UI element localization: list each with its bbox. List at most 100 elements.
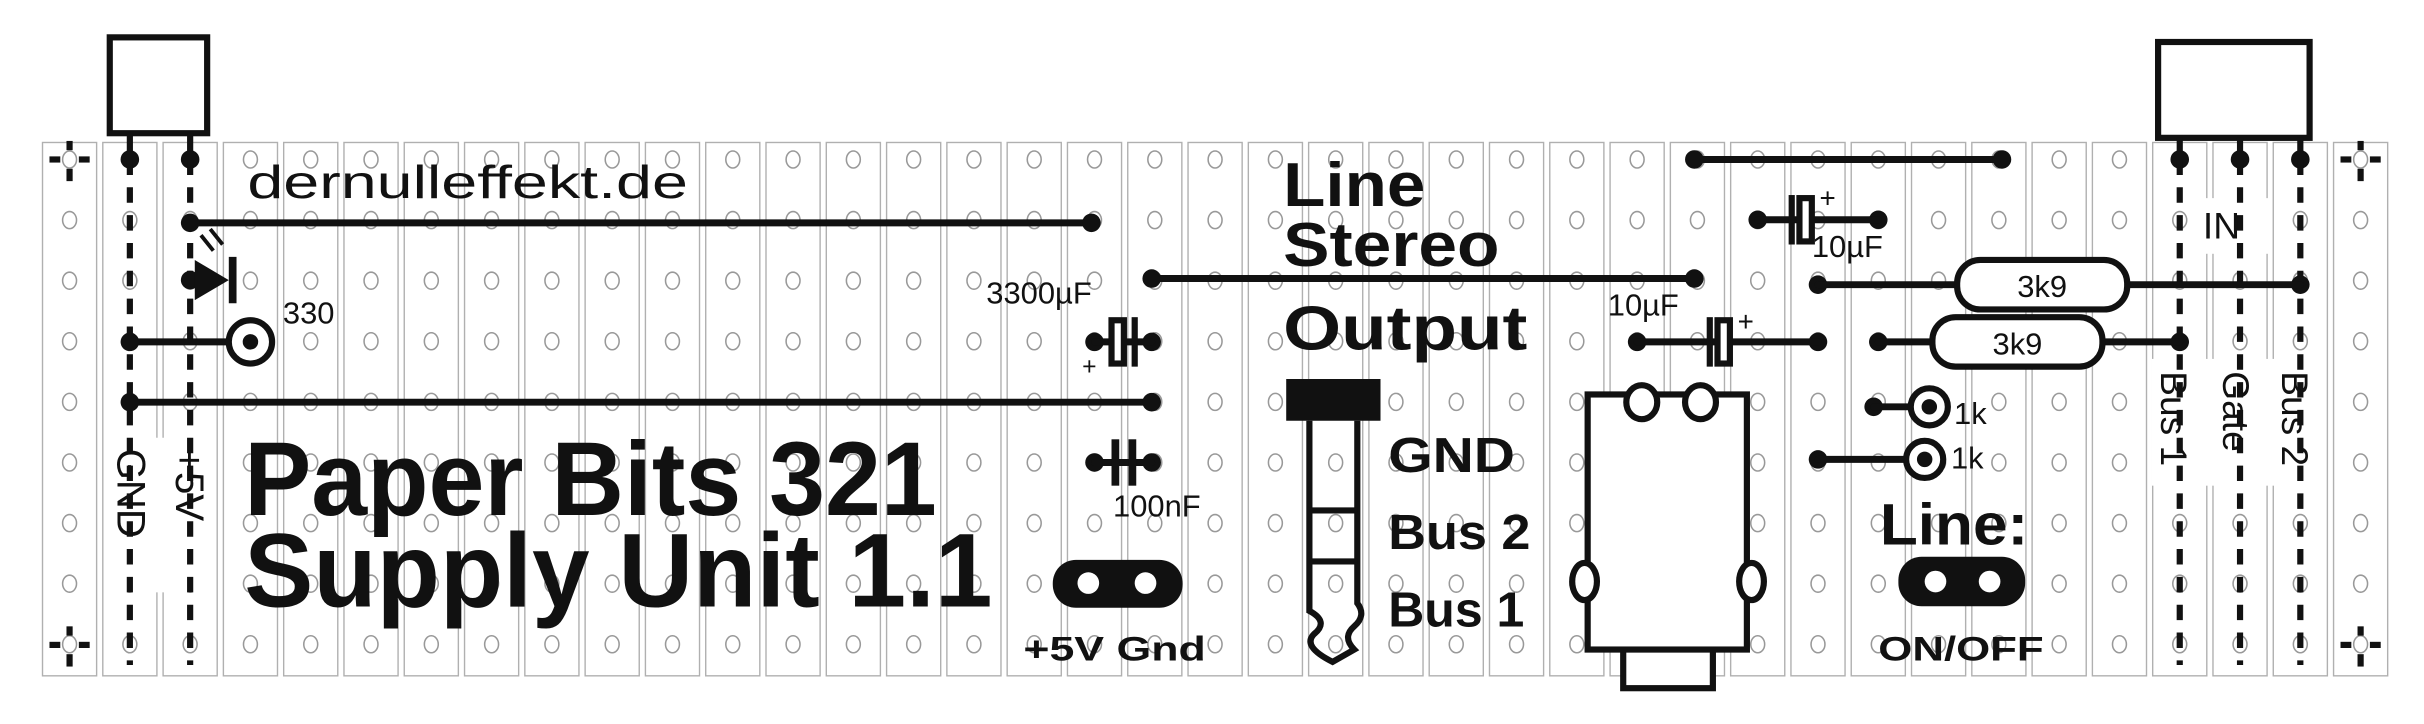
hole <box>845 574 862 593</box>
hole <box>966 332 982 351</box>
svg-text:+: + <box>1820 182 1836 213</box>
hole <box>1207 513 1223 533</box>
gnd-label: GND <box>108 449 153 538</box>
hole <box>2051 392 2067 412</box>
capacitor-3300uf-label: 3300µF <box>986 275 1091 310</box>
hole <box>1991 635 2007 654</box>
hole <box>61 574 78 593</box>
hole <box>1448 574 1464 593</box>
copper-strip <box>765 141 821 677</box>
hole <box>604 332 620 351</box>
hole <box>303 513 319 533</box>
hole <box>1388 392 1404 412</box>
hole <box>604 271 620 290</box>
corner-mark <box>2357 168 2364 182</box>
copper-strip <box>1127 141 1183 677</box>
resistor-1k-top-label: 1k <box>1954 396 1987 431</box>
input-connector-box <box>2155 38 2313 141</box>
input-pin-gate: Gate <box>2215 371 2257 451</box>
copper-strip <box>1006 141 1062 677</box>
hole <box>1448 150 1464 169</box>
hole <box>845 513 862 533</box>
hole <box>303 332 319 351</box>
hole <box>303 574 319 593</box>
hole <box>423 271 440 290</box>
hole <box>363 271 379 290</box>
hole <box>1749 635 1766 654</box>
jack-label-bus2: Bus 2 <box>1388 505 1530 560</box>
hole <box>1448 513 1464 533</box>
hole <box>1569 150 1585 169</box>
hole <box>664 271 681 290</box>
hole <box>2051 210 2067 230</box>
solder-dot <box>1685 269 1704 288</box>
hole <box>483 332 500 351</box>
hole <box>1569 210 1585 230</box>
hole <box>905 271 922 290</box>
hole <box>1569 635 1585 654</box>
hole <box>1086 513 1103 533</box>
hole <box>1569 332 1585 351</box>
output-title-output: Output <box>1283 295 1527 364</box>
resistor-3k9-bottom-label: 3k9 <box>1993 326 2043 361</box>
hole <box>1207 635 1223 654</box>
hole <box>664 635 681 654</box>
hole <box>483 574 500 593</box>
hole <box>1207 574 1223 593</box>
hole <box>2352 332 2369 351</box>
hole <box>966 150 982 169</box>
hole <box>1930 210 1947 230</box>
hole <box>725 453 741 472</box>
hole <box>1086 150 1103 169</box>
hole <box>845 332 862 351</box>
hole <box>1267 574 1284 593</box>
hole <box>1629 210 1645 230</box>
power-jumper[interactable] <box>1052 559 1183 608</box>
hole <box>785 271 801 290</box>
hole <box>604 150 620 169</box>
hole <box>363 574 379 593</box>
hole <box>2352 635 2369 654</box>
hole <box>1388 210 1404 230</box>
line-switch-jumper[interactable] <box>1898 556 2026 607</box>
hole <box>1749 453 1766 472</box>
hole <box>1388 513 1404 533</box>
hole <box>905 635 922 654</box>
resistor-3k9-top-label: 3k9 <box>2017 269 2067 304</box>
hole <box>242 271 259 290</box>
copper-strip <box>2091 141 2148 677</box>
copper-strip <box>885 141 942 677</box>
hole <box>303 453 319 472</box>
copper-strip <box>825 141 882 677</box>
hole <box>483 513 500 533</box>
hole <box>845 453 862 472</box>
corner-mark <box>2340 641 2352 648</box>
hole <box>1870 513 1887 533</box>
hole <box>1267 210 1284 230</box>
hole <box>2051 150 2067 169</box>
hole <box>664 332 681 351</box>
hole <box>61 392 78 412</box>
hole <box>1749 513 1766 533</box>
copper-strip <box>403 141 460 677</box>
copper-strip <box>282 141 339 677</box>
svg-text:+: + <box>1738 306 1754 337</box>
input-pin-bus1: Bus 1 <box>2153 371 2195 466</box>
hole <box>1327 332 1344 351</box>
hole <box>242 635 259 654</box>
hole <box>664 513 681 533</box>
line-switch-label: Line: <box>1880 492 2028 557</box>
corner-marks <box>49 140 2381 667</box>
power-label-patch <box>105 437 214 593</box>
hole <box>1147 513 1163 533</box>
corner-mark <box>66 626 73 636</box>
hole <box>1147 210 1163 230</box>
hole <box>905 332 922 351</box>
corner-mark <box>2340 156 2352 163</box>
copper-strip <box>1066 141 1123 677</box>
hole <box>1629 150 1645 169</box>
hole <box>1448 453 1464 472</box>
hole <box>1086 271 1103 290</box>
capacitor-100nf-label: 100nF <box>1113 489 1201 524</box>
hole <box>1448 332 1464 351</box>
